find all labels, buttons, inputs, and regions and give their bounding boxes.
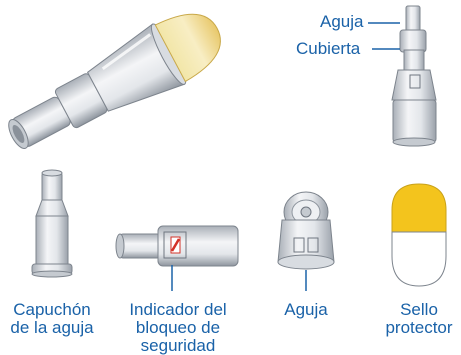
label-sello-line1: Sello (400, 300, 438, 319)
label-capuchon-line2: de la aguja (10, 318, 94, 337)
label-capuchon: Capuchón de la aguja (0, 301, 104, 337)
needle-front-view (277, 191, 335, 291)
label-indicador-line2: bloqueo de (135, 318, 221, 337)
label-aguja-top: Aguja (320, 12, 364, 31)
needle-with-cover (391, 5, 437, 147)
label-sello-line2: protector (385, 318, 453, 337)
label-aguja-bottom: Aguja (284, 300, 328, 319)
label-indicador: Indicador del bloqueo de seguridad (118, 301, 238, 355)
label-cubierta: Cubierta (296, 39, 361, 58)
label-capuchon-line1: Capuchón (13, 300, 91, 319)
label-sello: Sello protector (374, 301, 461, 337)
safety-lock-indicator-device (115, 225, 239, 291)
label-indicador-line1: Indicador del (129, 300, 227, 319)
protective-seal (391, 183, 447, 287)
assembled-pen-needle (8, 13, 221, 149)
needle-cap (31, 169, 73, 278)
label-indicador-line3: seguridad (140, 336, 216, 355)
